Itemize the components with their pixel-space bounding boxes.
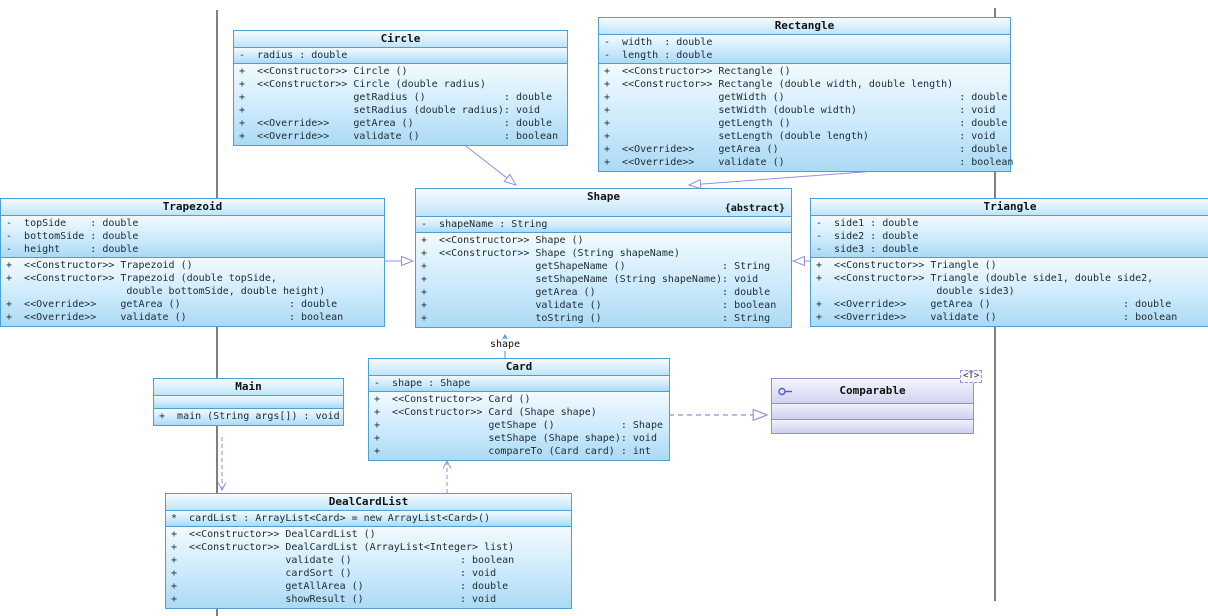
method-line: + getShapeName () : String — [421, 261, 771, 272]
attribute-line: - shapeName : String — [421, 219, 548, 230]
class-triangle[interactable]: Triangle - side1 : double - side2 : doub… — [810, 198, 1208, 327]
attributes-compartment: - width : double - length : double — [599, 34, 1010, 63]
class-rectangle[interactable]: Rectangle - width : double - length : do… — [598, 17, 1014, 172]
method-line: + setRadius (double radius): void — [239, 105, 541, 116]
interface-title-text: Comparable — [839, 384, 906, 397]
method-line: double bottomSide, double height) — [6, 286, 326, 297]
attribute-line: - topSide : double — [6, 218, 139, 229]
attribute-line: - side2 : double — [816, 231, 919, 242]
class-circle[interactable]: Circle - radius : double + <<Constructor… — [233, 30, 568, 146]
abstract-tag: {abstract} — [724, 203, 785, 214]
attribute-line: - length : double — [604, 50, 713, 61]
class-title: Main — [154, 379, 343, 395]
methods-compartment: + <<Constructor>> Shape () + <<Construct… — [416, 232, 791, 327]
class-title: Circle — [234, 31, 567, 47]
attribute-line: - height : double — [6, 244, 139, 255]
class-dealcardlist[interactable]: DealCardList * cardList : ArrayList<Card… — [165, 493, 572, 609]
attribute-line: - side3 : double — [816, 244, 919, 255]
method-line: double side3) — [816, 286, 1015, 297]
attribute-line: - bottomSide : double — [6, 231, 139, 242]
attributes-compartment — [772, 403, 973, 419]
method-line: + <<Constructor>> DealCardList (ArrayLis… — [171, 542, 515, 553]
class-title: Trapezoid — [1, 199, 384, 215]
method-line: + setShapeName (String shapeName): void — [421, 274, 759, 285]
attributes-compartment: - radius : double — [234, 47, 567, 63]
method-line: + <<Constructor>> Triangle (double side1… — [816, 273, 1154, 284]
attribute-line: - radius : double — [239, 50, 348, 61]
methods-compartment: + <<Constructor>> Circle () + <<Construc… — [234, 63, 567, 145]
method-line: + <<Override>> validate () : boolean — [816, 312, 1178, 323]
method-line: + cardSort () : void — [171, 568, 497, 579]
attributes-compartment: - topSide : double - bottomSide : double… — [1, 215, 384, 257]
method-line: + <<Override>> validate () : boolean — [6, 312, 344, 323]
method-line: + <<Constructor>> DealCardList () — [171, 529, 376, 540]
attributes-compartment: * cardList : ArrayList<Card> = new Array… — [166, 510, 571, 526]
attributes-compartment: - shapeName : String — [416, 216, 791, 232]
attributes-compartment: - shape : Shape — [369, 375, 669, 391]
method-line: + <<Override>> getArea () : double — [6, 299, 338, 310]
method-line: + getRadius () : double — [239, 92, 553, 103]
method-line: + setLength (double length) : void — [604, 131, 996, 142]
method-line: + main (String args[]) : void — [159, 411, 340, 422]
attribute-line: * cardList : ArrayList<Card> = new Array… — [171, 513, 491, 524]
association-label-shape: shape — [489, 339, 522, 351]
interface-comparable[interactable]: Comparable — [771, 378, 974, 434]
methods-compartment: + <<Constructor>> Triangle () + <<Constr… — [811, 257, 1208, 326]
method-line: + <<Constructor>> Card (Shape shape) — [374, 407, 597, 418]
methods-compartment: + <<Constructor>> Rectangle () + <<Const… — [599, 63, 1014, 171]
methods-compartment — [772, 419, 973, 433]
interface-lollipop-icon — [778, 386, 794, 399]
method-line: + getArea () : double — [421, 287, 771, 298]
class-main[interactable]: Main + main (String args[]) : void — [153, 378, 344, 426]
method-line: + getWidth () : double — [604, 92, 1008, 103]
class-title: Rectangle — [599, 18, 1010, 34]
method-line: + <<Constructor>> Rectangle (double widt… — [604, 79, 954, 90]
class-card[interactable]: Card - shape : Shape + <<Constructor>> C… — [368, 358, 670, 461]
method-line: + showResult () : void — [171, 594, 497, 605]
attribute-line: - side1 : double — [816, 218, 919, 229]
class-title: DealCardList — [166, 494, 571, 510]
method-line: + setShape (Shape shape): void — [374, 433, 657, 444]
method-line: + validate () : boolean — [421, 300, 777, 311]
method-line: + <<Constructor>> Trapezoid (double topS… — [6, 273, 277, 284]
method-line: + getAllArea () : double — [171, 581, 509, 592]
method-line: + setWidth (double width) : void — [604, 105, 996, 116]
method-line: + <<Override>> validate () : boolean — [239, 131, 559, 142]
method-line: + <<Constructor>> Trapezoid () — [6, 260, 193, 271]
method-line: + <<Constructor>> Card () — [374, 394, 531, 405]
method-line: + <<Constructor>> Shape (String shapeNam… — [421, 248, 680, 259]
class-title: Triangle — [811, 199, 1208, 215]
method-line: + getLength () : double — [604, 118, 1008, 129]
method-line: + compareTo (Card card) : int — [374, 446, 651, 457]
generalization-circle-shape[interactable] — [461, 142, 518, 186]
class-title: Card — [369, 359, 669, 375]
method-line: + <<Constructor>> Rectangle () — [604, 66, 791, 77]
class-title-text: Shape — [586, 190, 621, 203]
template-parameter-box: <T> — [960, 370, 983, 383]
method-line: + <<Constructor>> Shape () — [421, 235, 584, 246]
method-line: + <<Constructor>> Circle () — [239, 66, 408, 77]
methods-compartment: + <<Constructor>> Card () + <<Constructo… — [369, 391, 669, 460]
methods-compartment: + main (String args[]) : void — [154, 408, 343, 425]
method-line: + toString () : String — [421, 313, 771, 324]
attribute-line: - width : double — [604, 37, 713, 48]
method-line: + getShape () : Shape — [374, 420, 663, 431]
method-line: + <<Override>> getArea () : double — [239, 118, 553, 129]
class-title: Shape {abstract} — [416, 189, 791, 216]
methods-compartment: + <<Constructor>> DealCardList () + <<Co… — [166, 526, 571, 608]
attributes-compartment — [154, 395, 343, 408]
method-line: + <<Constructor>> Circle (double radius) — [239, 79, 486, 90]
method-line: + <<Override>> validate () : boolean — [604, 157, 1014, 168]
class-trapezoid[interactable]: Trapezoid - topSide : double - bottomSid… — [0, 198, 385, 327]
methods-compartment: + <<Constructor>> Trapezoid () + <<Const… — [1, 257, 384, 326]
method-line: + <<Constructor>> Triangle () — [816, 260, 997, 271]
attributes-compartment: - side1 : double - side2 : double - side… — [811, 215, 1208, 257]
method-line: + <<Override>> getArea () : double — [816, 299, 1172, 310]
interface-title: Comparable — [772, 379, 973, 403]
method-line: + <<Override>> getArea () : double — [604, 144, 1008, 155]
attribute-line: - shape : Shape — [374, 378, 471, 389]
method-line: + validate () : boolean — [171, 555, 515, 566]
class-shape[interactable]: Shape {abstract} - shapeName : String + … — [415, 188, 792, 328]
